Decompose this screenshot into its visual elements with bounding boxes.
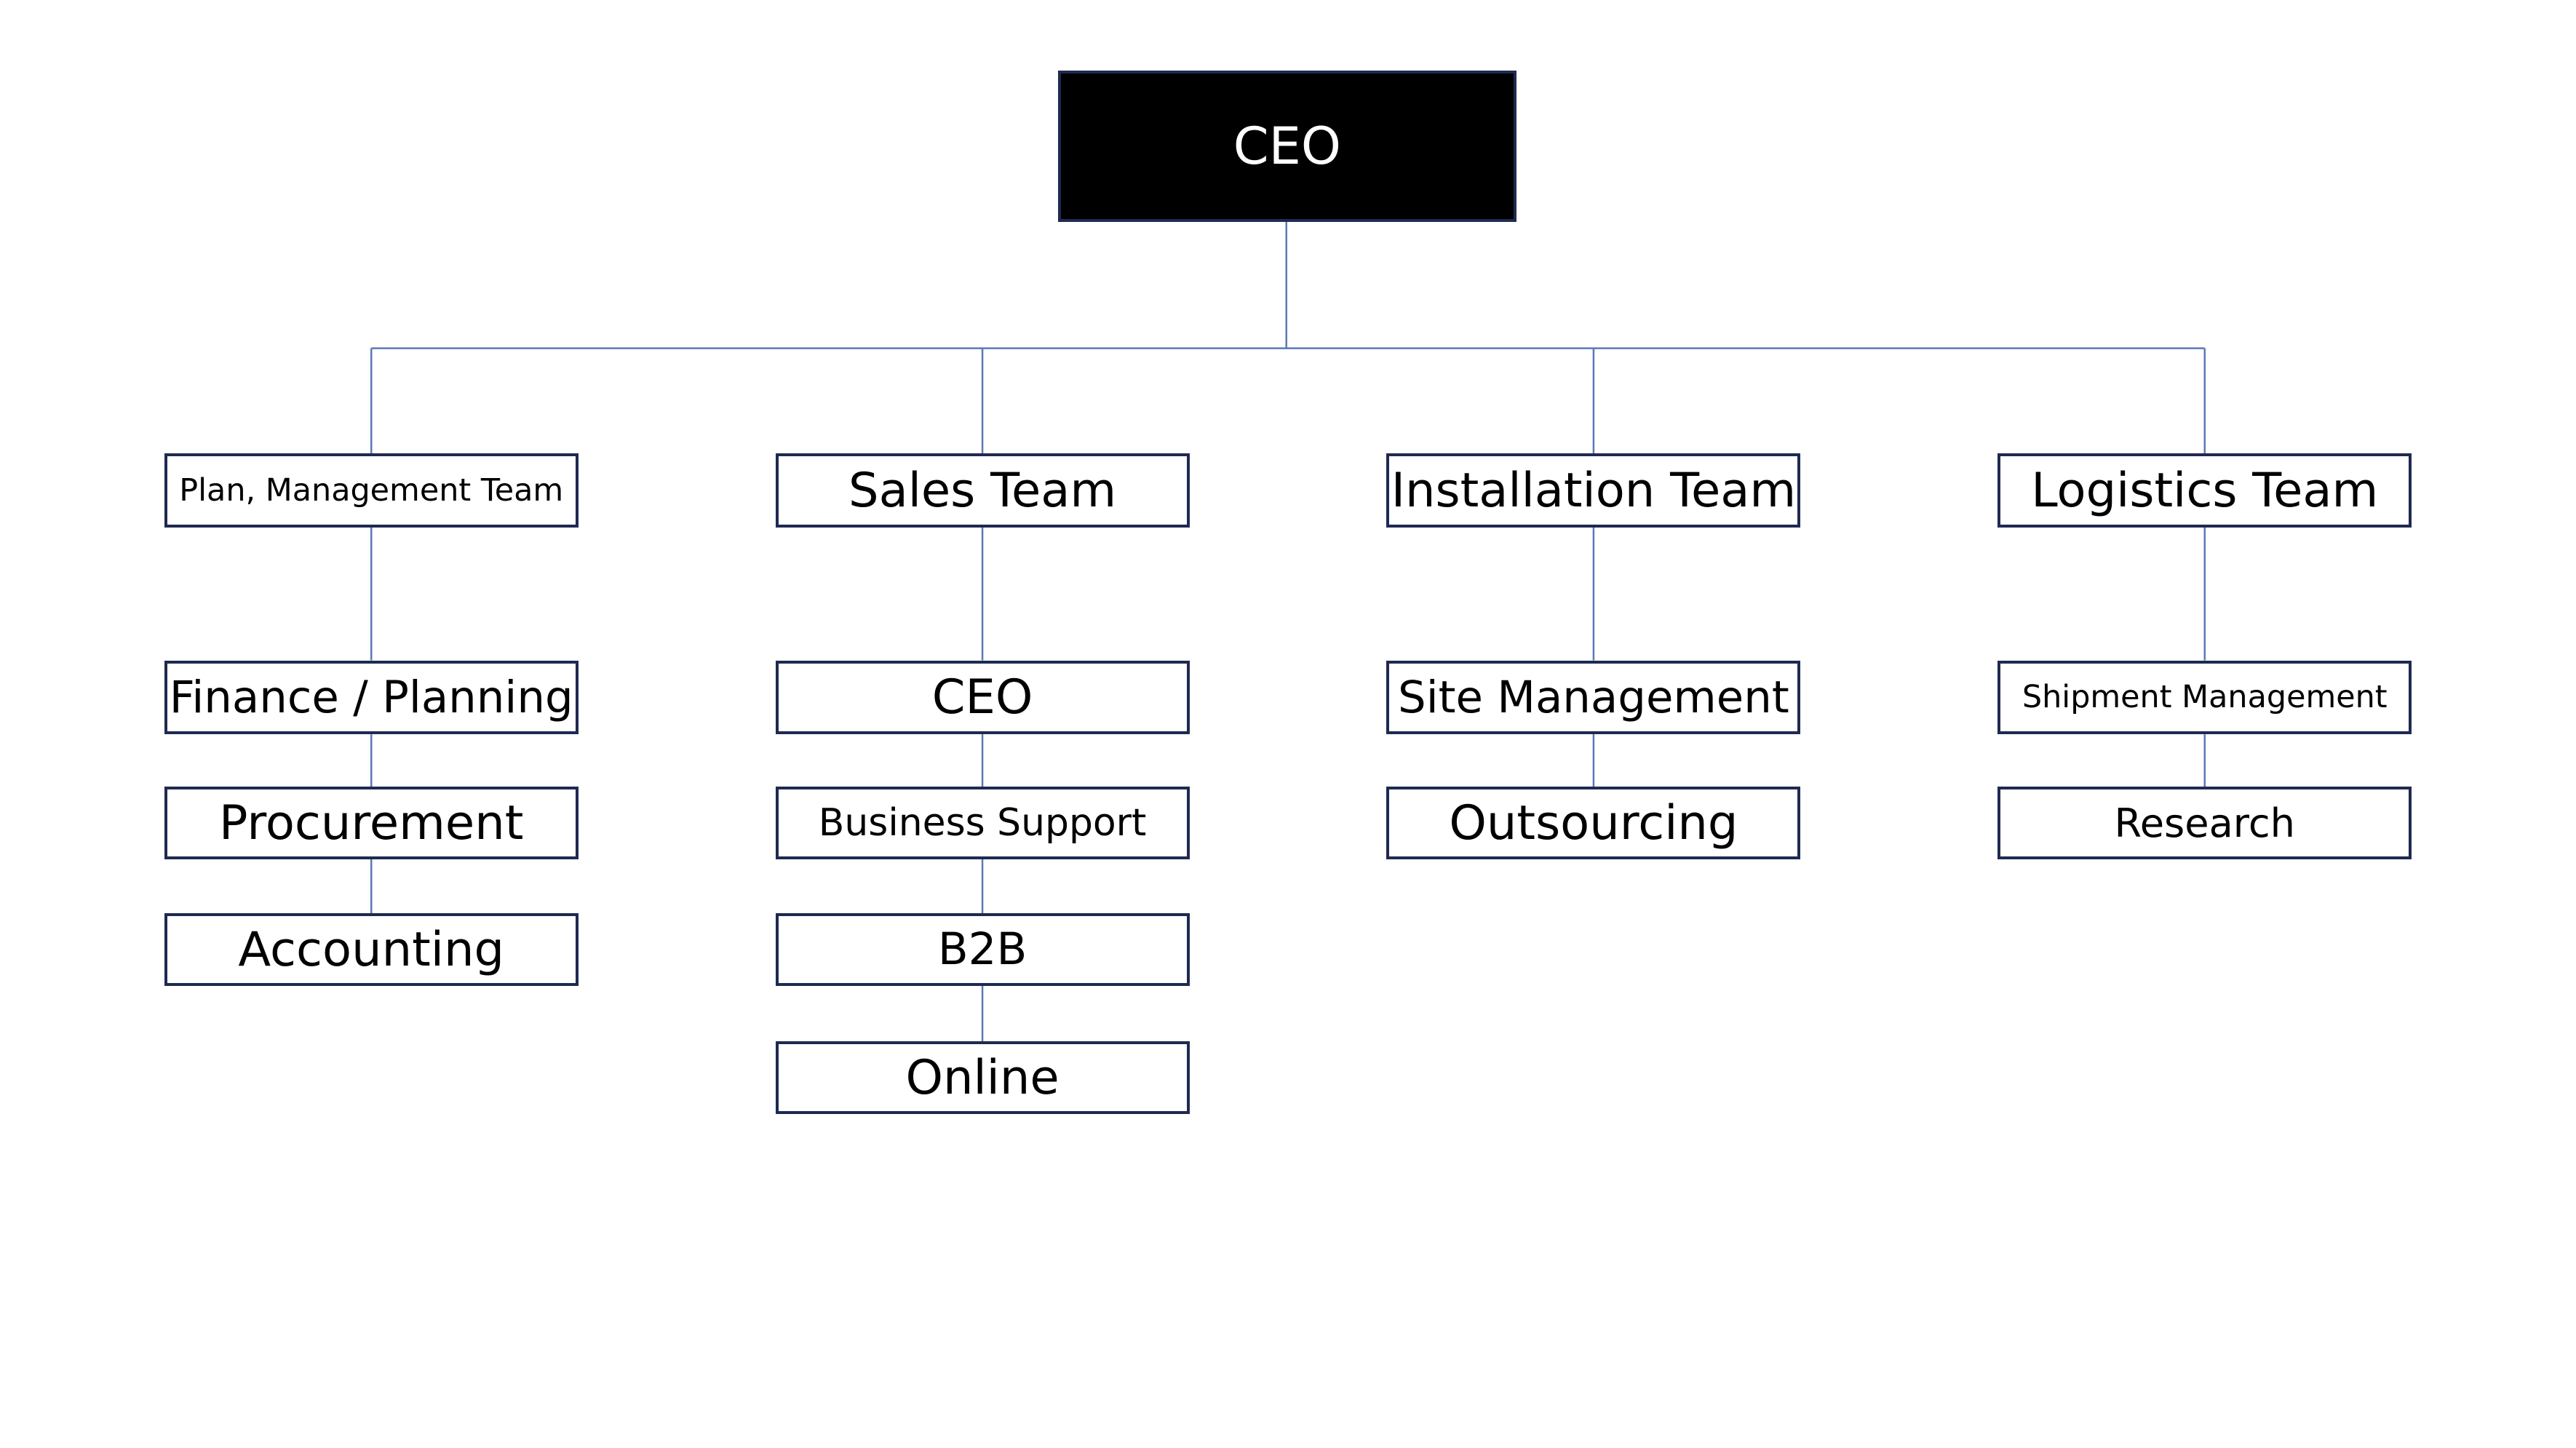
ceo-node: CEO [1057,71,1516,222]
unit-node-shipment-management: Shipment Management [1997,660,2412,735]
unit-node-online: Online [775,1041,1190,1114]
team-node-plan-management: Plan, Management Team [164,453,579,528]
team-node-logistics: Logistics Team [1997,453,2412,528]
team-node-installation: Installation Team [1386,453,1801,528]
unit-node-research: Research [1997,787,2412,859]
unit-node-finance-planning: Finance / Planning [164,660,579,735]
unit-node-site-management: Site Management [1386,660,1801,735]
unit-node-sales-ceo: CEO [775,660,1190,735]
unit-node-business-support: Business Support [775,787,1190,859]
team-node-sales: Sales Team [775,453,1190,528]
unit-node-accounting: Accounting [164,913,579,986]
unit-node-procurement: Procurement [164,787,579,859]
unit-node-outsourcing: Outsourcing [1386,787,1801,859]
unit-node-b2b: B2B [775,913,1190,986]
